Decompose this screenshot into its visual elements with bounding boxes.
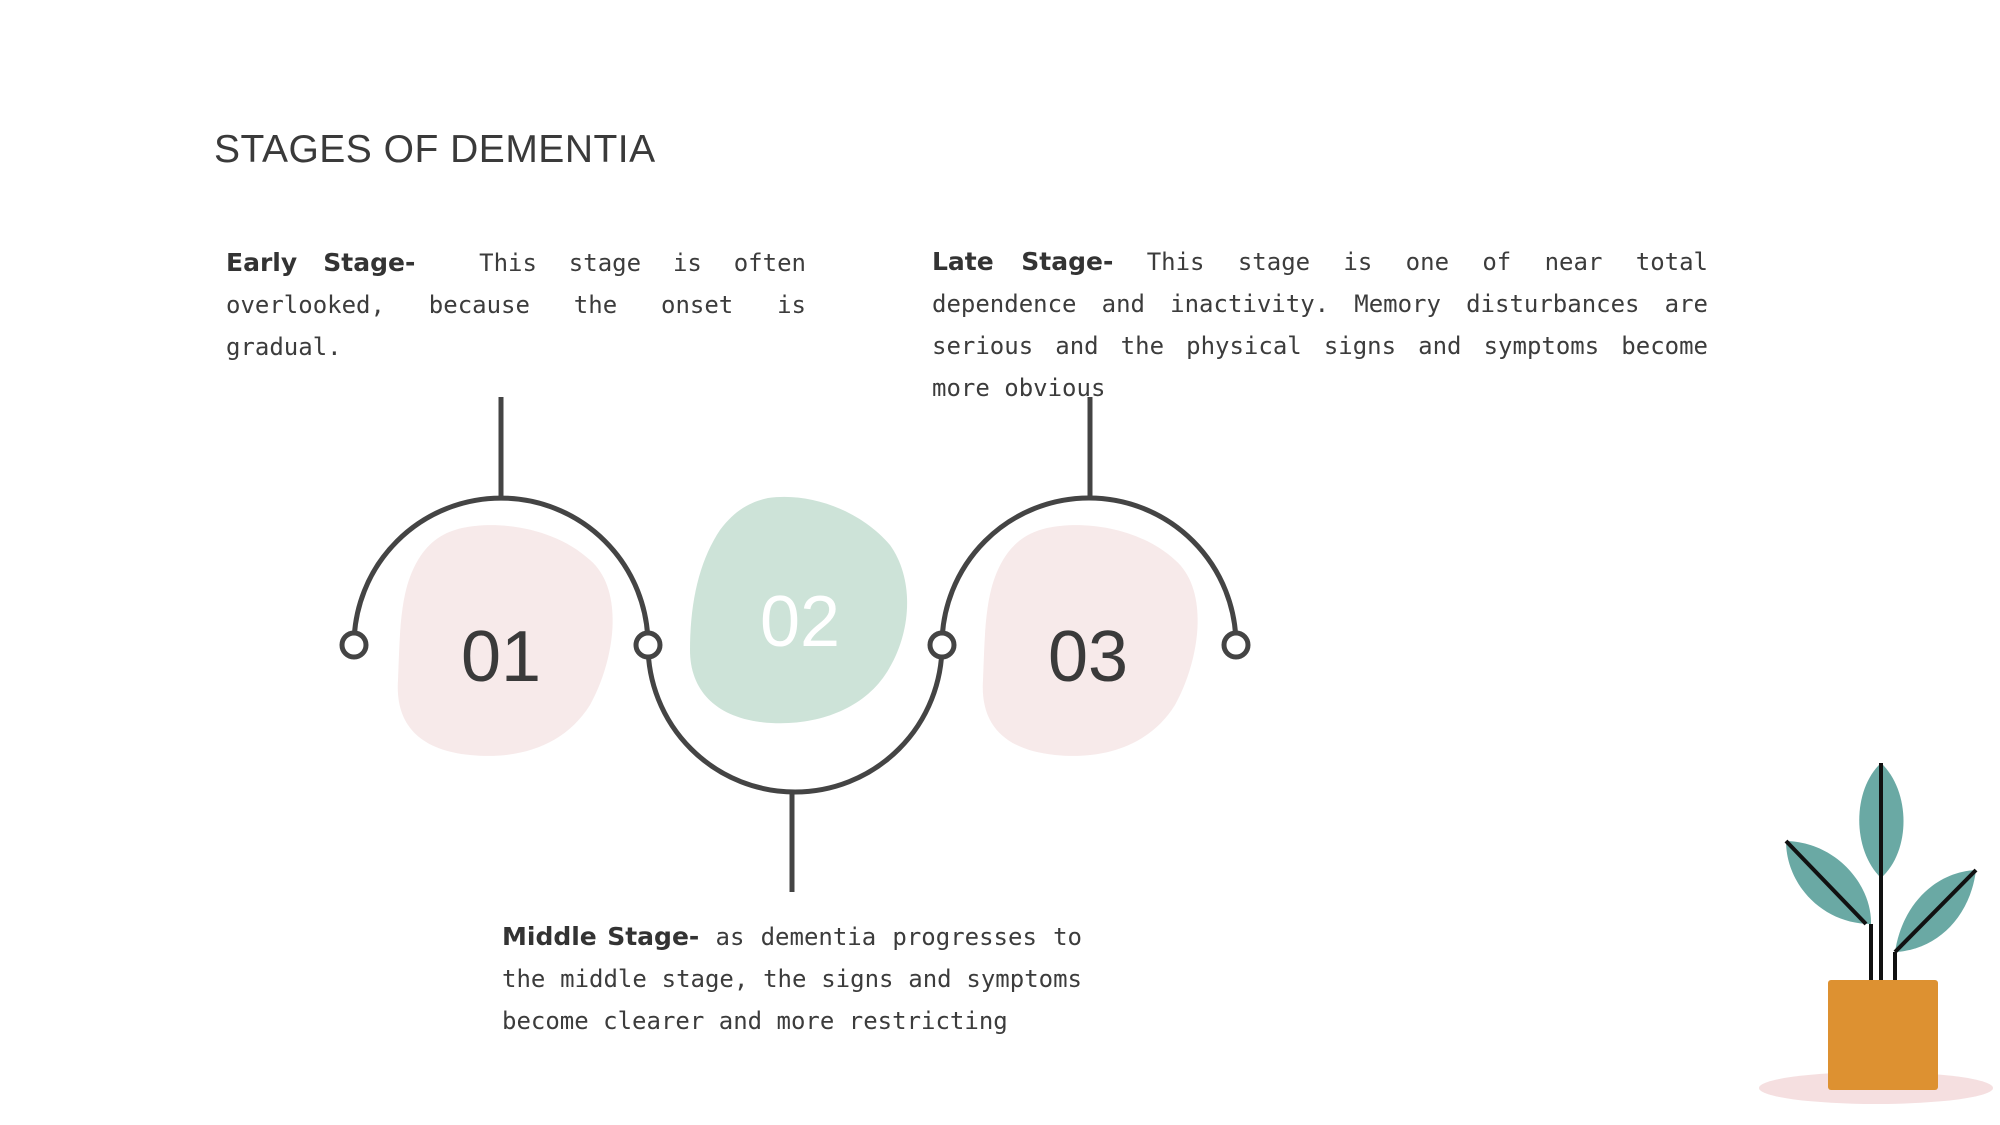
stage-3-number: 03: [1048, 617, 1128, 697]
stage-1-description: Early Stage- This stage is often overloo…: [226, 242, 806, 368]
stage-3-text: This stage is one of near total dependen…: [932, 248, 1708, 402]
endpoint-circle: [927, 630, 957, 660]
slide-title: STAGES OF DEMENTIA: [214, 128, 656, 171]
stage-2-heading: Middle Stage-: [502, 922, 700, 951]
stage-2-blob: [690, 496, 908, 724]
stage-3-blob: [982, 525, 1198, 756]
pot: [1828, 980, 1938, 1090]
stage-1-number: 01: [461, 617, 541, 697]
endpoint-circle: [633, 630, 663, 660]
stage-1-blob: [397, 525, 613, 756]
endpoint-circle: [1221, 630, 1251, 660]
stage-2-number: 02: [760, 582, 840, 662]
stage-3-heading: Late Stage-: [932, 247, 1114, 276]
stage-3-description: Late Stage- This stage is one of near to…: [932, 241, 1708, 409]
endpoint-circle: [339, 630, 369, 660]
stage-2-arc: [645, 644, 945, 795]
stem: [1784, 839, 1868, 926]
stage-2-description: Middle Stage- as dementia progresses to …: [502, 916, 1082, 1042]
stage-1-heading: Early Stage-: [226, 248, 416, 277]
stem: [1893, 868, 1978, 954]
potted-plant-icon: [1759, 763, 1993, 1104]
stage-2-text: as dementia progresses to the middle sta…: [502, 923, 1082, 1035]
stage-1-text: This stage is often overlooked, because …: [226, 249, 806, 361]
